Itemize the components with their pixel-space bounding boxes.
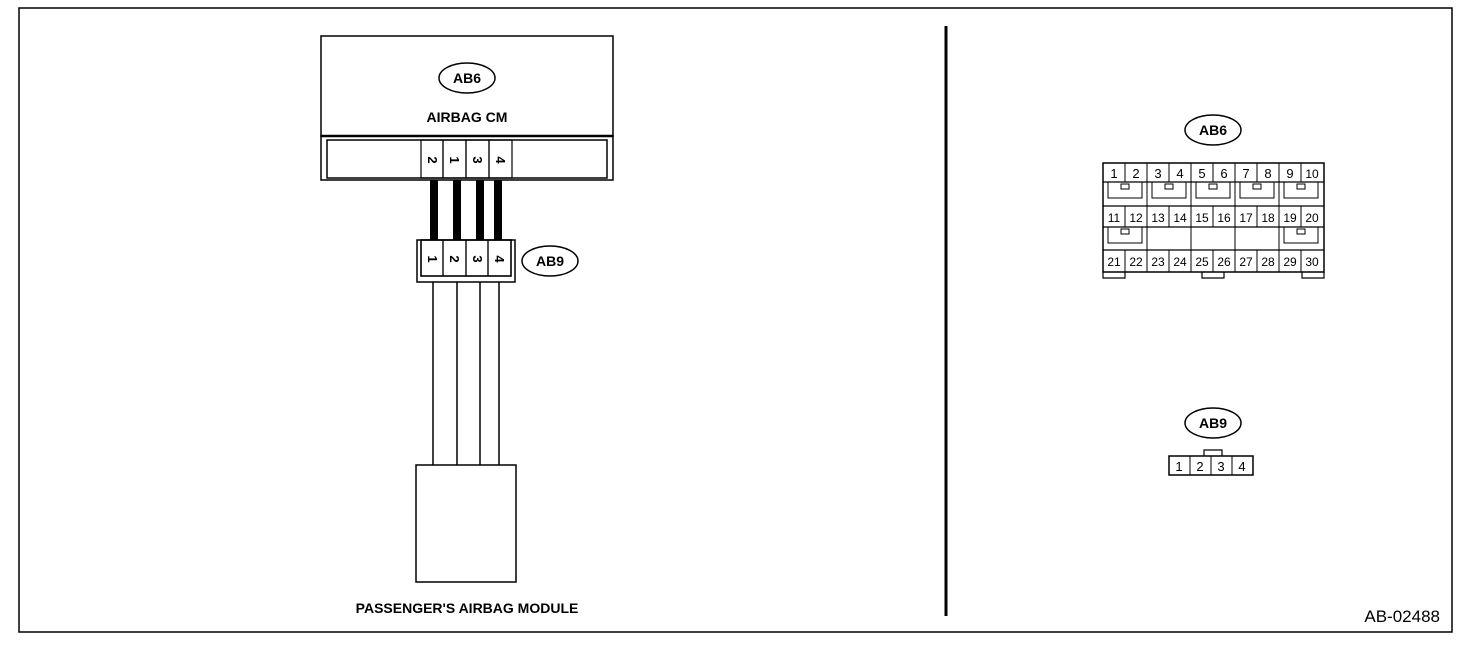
wire-bundle bbox=[430, 180, 438, 240]
ab6-pin-number: 4 bbox=[1176, 166, 1183, 181]
ab6-pin-number: 21 bbox=[1107, 255, 1121, 269]
ab9-view-pin-number: 1 bbox=[1175, 459, 1182, 474]
cm-pin-label: 2 bbox=[425, 156, 440, 163]
ab6-pin-number: 15 bbox=[1195, 211, 1209, 225]
ab6-pin-number: 18 bbox=[1261, 211, 1275, 225]
ab9-view-tag-oval bbox=[1184, 407, 1242, 439]
ab6-pin-number: 10 bbox=[1305, 167, 1319, 181]
ab6-row2-dividers bbox=[1124, 206, 1302, 272]
ab9-pin-label: 1 bbox=[425, 255, 440, 262]
ab6-pin-number: 23 bbox=[1151, 255, 1165, 269]
ab9-tag-label: AB9 bbox=[536, 253, 564, 269]
ab6-tag-label: AB6 bbox=[453, 70, 481, 86]
ab9-pin-label: 2 bbox=[447, 255, 462, 262]
wire-harness-lower bbox=[432, 282, 500, 465]
ab6-pin-number: 22 bbox=[1129, 255, 1143, 269]
ab6-pin-number: 30 bbox=[1305, 255, 1319, 269]
ab9-view-pin-number: 2 bbox=[1196, 459, 1203, 474]
ab6-pin-number: 17 bbox=[1239, 211, 1253, 225]
ab6-pin-number: 26 bbox=[1217, 255, 1231, 269]
ab6-pin-number: 9 bbox=[1286, 166, 1293, 181]
cm-pin-cell bbox=[488, 139, 513, 179]
ab9-connector: 1 2 3 4 AB9 bbox=[416, 239, 579, 283]
diagram-frame bbox=[18, 7, 1453, 633]
ab6-pin-number: 13 bbox=[1151, 211, 1165, 225]
ab6-bottom-tabs bbox=[1102, 272, 1325, 279]
ab6-pin-number: 1 bbox=[1110, 166, 1117, 181]
ab6-pin-number: 24 bbox=[1173, 255, 1187, 269]
wire-bundle bbox=[476, 180, 484, 240]
airbag-cm-label: AIRBAG CM bbox=[427, 109, 508, 125]
ab6-row3-dividers bbox=[1124, 250, 1302, 272]
ab6-row1-latches bbox=[1107, 182, 1319, 199]
ab6-row2-latches bbox=[1107, 227, 1319, 244]
ab9-view-latch bbox=[1203, 449, 1223, 456]
ab6-pin-number: 27 bbox=[1239, 255, 1253, 269]
ab9-view-pin-number: 4 bbox=[1238, 459, 1245, 474]
airbag-cm-unit: AB6 AIRBAG CM 2 1 3 4 bbox=[320, 35, 614, 181]
ab9-tag-oval bbox=[521, 245, 579, 277]
ab6-pin-number: 3 bbox=[1154, 166, 1161, 181]
cm-pin-label: 3 bbox=[470, 156, 485, 163]
ab9-view-dividers bbox=[1189, 456, 1233, 475]
wire-bundle bbox=[453, 180, 461, 240]
airbag-cm-connector-strip bbox=[320, 135, 614, 181]
wire-bundle bbox=[494, 180, 502, 240]
cm-pin-label: 1 bbox=[447, 156, 462, 163]
figure-id: AB-02488 bbox=[1364, 607, 1440, 626]
ab6-pin-number: 29 bbox=[1283, 255, 1297, 269]
ab9-pin-cell bbox=[487, 239, 512, 277]
ab9-view-tag-label: AB9 bbox=[1199, 415, 1227, 431]
ab6-pin-number: 14 bbox=[1173, 211, 1187, 225]
passenger-airbag-module-label: PASSENGER'S AIRBAG MODULE bbox=[356, 600, 579, 616]
ab6-connector-view: AB6 bbox=[1102, 114, 1325, 279]
ab9-pin-label: 3 bbox=[470, 255, 485, 262]
ab6-pin-numbers: 1 2 3 4 5 6 7 8 9 10 11 12 13 14 15 16 1… bbox=[1107, 166, 1319, 269]
ab6-pin-number: 2 bbox=[1132, 166, 1139, 181]
ab9-pin-label: 4 bbox=[492, 255, 507, 263]
ab6-row1-dividers bbox=[1124, 163, 1302, 206]
passenger-airbag-module-box bbox=[415, 464, 517, 583]
ab6-view-tag-oval bbox=[1184, 114, 1242, 146]
ab6-pin-number: 16 bbox=[1217, 211, 1231, 225]
ab6-pin-number: 11 bbox=[1108, 211, 1121, 225]
ab6-pin-number: 19 bbox=[1283, 211, 1297, 225]
ab6-tag-oval bbox=[438, 62, 496, 94]
ab6-view-tag-label: AB6 bbox=[1199, 122, 1227, 138]
ab6-pin-number: 6 bbox=[1220, 166, 1227, 181]
ab6-pin-number: 7 bbox=[1242, 166, 1249, 181]
airbag-cm-connector-inner bbox=[326, 139, 608, 179]
wire-harness-upper bbox=[430, 180, 502, 240]
ab6-pin-number: 20 bbox=[1305, 211, 1319, 225]
ab6-pin-number: 12 bbox=[1129, 211, 1143, 225]
ab6-pin-number: 8 bbox=[1264, 166, 1271, 181]
ab6-pin-number: 5 bbox=[1198, 166, 1205, 181]
ab6-pin-number: 25 bbox=[1195, 255, 1209, 269]
airbag-cm-pin-cells bbox=[420, 139, 513, 179]
ab9-view-pin-number: 3 bbox=[1217, 459, 1224, 474]
cm-pin-label: 4 bbox=[493, 156, 508, 164]
ab6-pin-number: 28 bbox=[1261, 255, 1275, 269]
ab9-connector-view: AB9 1 2 3 4 bbox=[1168, 407, 1254, 476]
